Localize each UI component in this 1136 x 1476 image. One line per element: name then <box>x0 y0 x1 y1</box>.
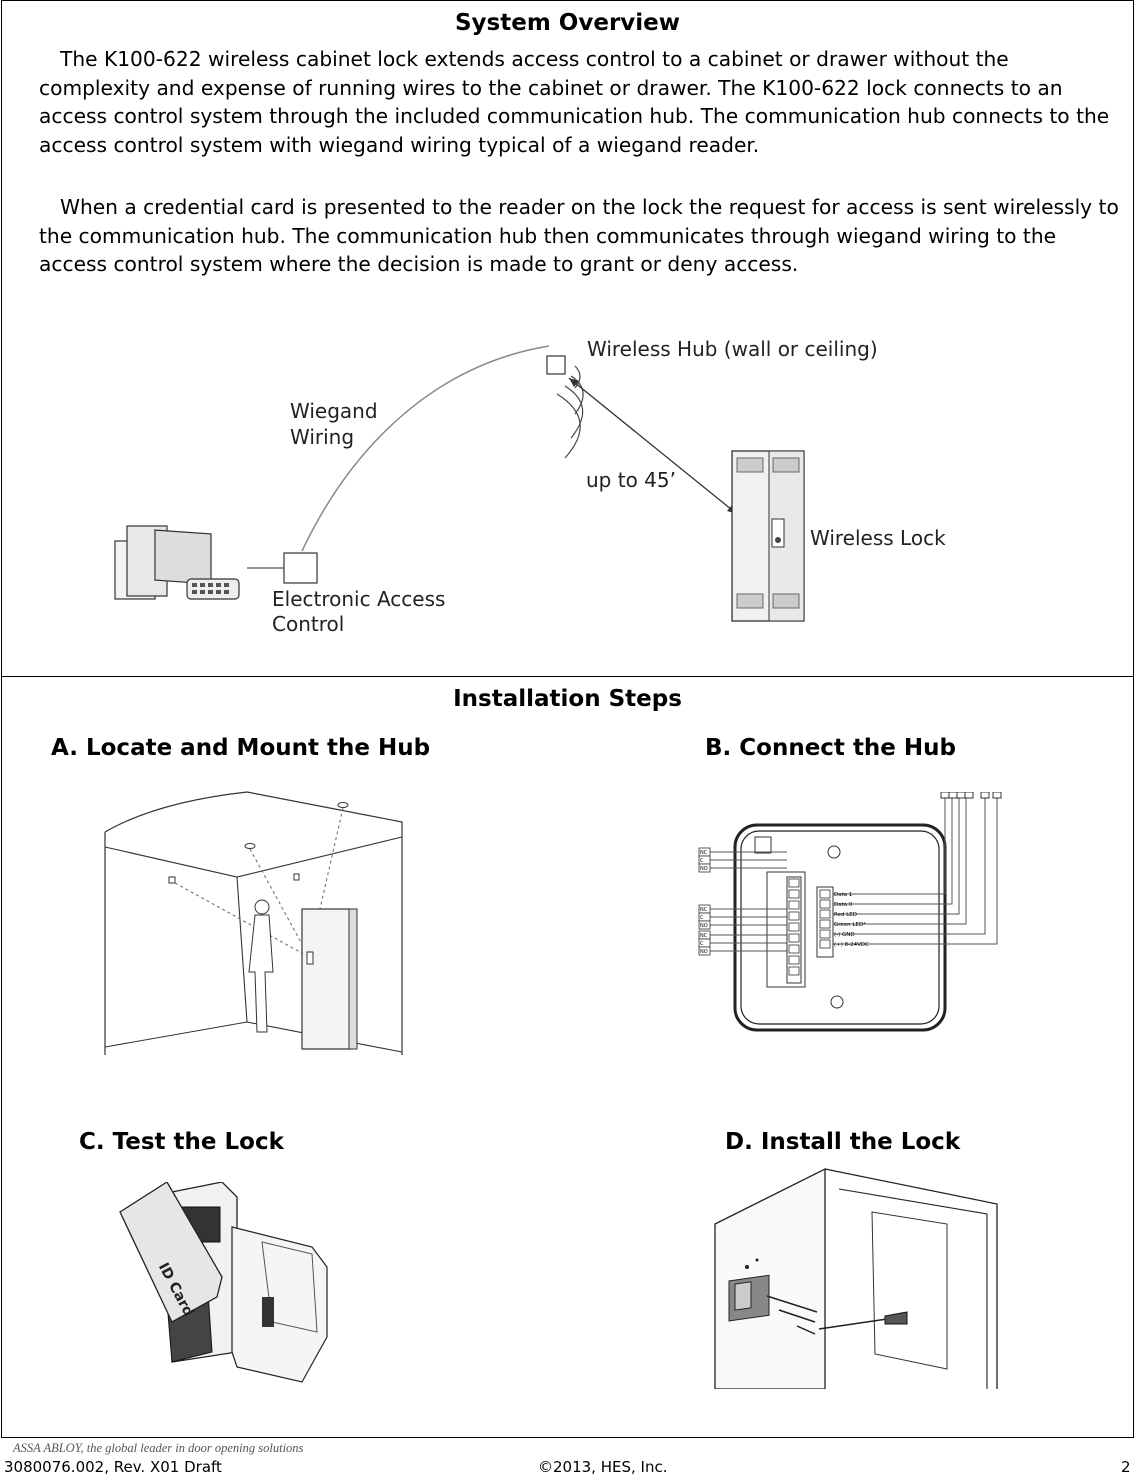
relay-2-no: NO <box>700 923 708 929</box>
relay-1-c: C <box>700 858 704 864</box>
relay-labels-1: NC C NO <box>700 849 708 873</box>
step-d-heading: D. Install the Lock <box>725 1129 961 1155</box>
overview-paragraph-1-text: The K100-622 wireless cabinet lock exten… <box>39 47 1110 157</box>
relay-3-nc: NC <box>700 933 708 939</box>
step-b-heading: B. Connect the Hub <box>705 735 957 761</box>
wiegand-label-line2: Wiring <box>290 425 355 449</box>
cabinet-with-wireless-lock <box>731 450 805 622</box>
document-number: 3080076.002, Rev. X01 Draft <box>4 1458 222 1476</box>
eac-label-line1: Electronic Access <box>272 587 446 611</box>
step-a-heading: A. Locate and Mount the Hub <box>51 735 431 761</box>
installation-title: Installation Steps <box>453 686 682 712</box>
hub-terminal-labels: Data 1 Data 0 Red LED Green LED* (-) GND… <box>834 890 869 950</box>
relay-1-no: NO <box>700 866 708 872</box>
relay-labels-2: NC C NO <box>700 906 708 930</box>
installation-section: Installation Steps A. Locate and Mount t… <box>1 676 1134 1438</box>
step-c-heading: C. Test the Lock <box>79 1129 284 1155</box>
terminal-data1: Data 1 <box>834 892 853 898</box>
wireless-lock-label: Wireless Lock <box>810 526 946 550</box>
page-number: 2 <box>1121 1458 1131 1476</box>
relay-2-nc: NC <box>700 907 708 913</box>
lock-install-illustration <box>714 1167 998 1389</box>
eac-label-line2: Control <box>272 612 345 636</box>
terminal-green-led: Green LED* <box>834 922 866 928</box>
copyright: ©2013, HES, Inc. <box>538 1458 668 1476</box>
relay-labels-3: NC C NO <box>700 932 708 956</box>
overview-paragraph-2: When a credential card is presented to t… <box>39 193 1124 279</box>
wireless-hub-label: Wireless Hub (wall or ceiling) <box>587 337 878 361</box>
relay-3-no: NO <box>700 949 708 955</box>
terminal-power: (+) 8-24VDC <box>834 942 869 948</box>
room-mounting-illustration <box>104 791 403 1055</box>
overview-paragraph-2-text: When a credential card is presented to t… <box>39 195 1119 276</box>
relay-1-nc: NC <box>700 850 708 856</box>
terminal-red-led: Red LED <box>834 912 857 918</box>
relay-3-c: C <box>700 941 704 947</box>
overview-paragraph-1: The K100-622 wireless cabinet lock exten… <box>39 45 1124 159</box>
access-control-box <box>283 552 318 584</box>
lock-test-illustration: ID Card <box>119 1182 328 1383</box>
system-overview-section: System Overview The K100-622 wireless ca… <box>1 0 1134 676</box>
footer-tagline: ASSA ABLOY, the global leader in door op… <box>13 1441 304 1455</box>
wireless-hub-box <box>546 355 566 375</box>
range-label: up to 45’ <box>586 468 676 492</box>
hub-wiring-diagram <box>698 792 1002 1032</box>
system-diagram <box>114 345 805 622</box>
terminal-gnd: (-) GND <box>834 932 855 938</box>
wiegand-label-line1: Wiegand <box>290 399 378 423</box>
terminal-data0: Data 0 <box>834 902 853 908</box>
computer-icon <box>114 525 240 600</box>
relay-2-c: C <box>700 915 704 921</box>
overview-title: System Overview <box>454 10 681 36</box>
